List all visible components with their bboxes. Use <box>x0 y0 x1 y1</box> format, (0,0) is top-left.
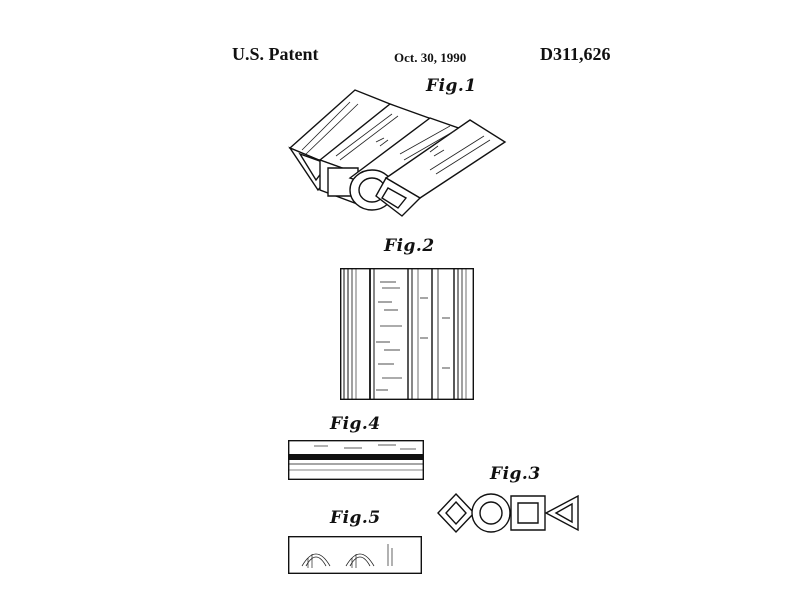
fig5-label: Fig.5 <box>330 508 381 528</box>
fig1-label: Fig.1 <box>426 76 477 96</box>
fig5-drawing <box>288 536 422 574</box>
fig1-drawing <box>280 90 510 220</box>
patent-date: Oct. 30, 1990 <box>394 50 467 65</box>
patent-number: D311,626 <box>540 44 611 64</box>
fig2-label: Fig.2 <box>384 236 435 256</box>
fig4-drawing <box>288 440 424 480</box>
fig3-drawing <box>436 492 580 534</box>
fig3-label: Fig.3 <box>490 464 541 484</box>
fig2-drawing <box>340 268 474 400</box>
fig4-label: Fig.4 <box>330 414 381 434</box>
patent-header-label: U.S. Patent <box>232 44 319 64</box>
